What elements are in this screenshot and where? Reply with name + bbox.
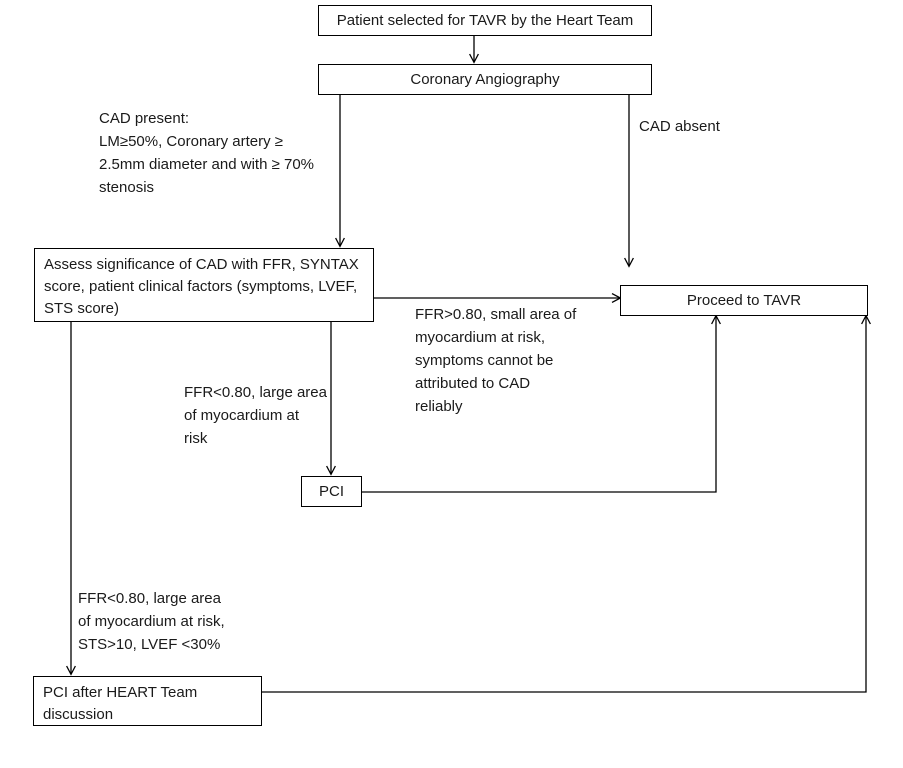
edge-label-cad-absent: CAD absent <box>639 118 720 135</box>
node-coronary-angiography[interactable]: Coronary Angiography <box>318 64 652 95</box>
edge-label-cad-present: CAD present: LM≥50%, Coronary artery ≥ 2… <box>99 110 314 196</box>
edge-pci-heart-team-to-tavr <box>262 314 871 693</box>
edge-label-ffr-low-heart-team: FFR<0.80, large area of myocardium at ri… <box>78 590 225 653</box>
edge-label-ffr-low-pci: FFR<0.80, large area of myocardium at ri… <box>184 384 327 447</box>
node-pci-after-heart-team[interactable]: PCI after HEART Team discussion <box>33 676 262 726</box>
edge-pci-to-tavr <box>362 314 721 493</box>
node-assess-cad[interactable]: Assess significance of CAD with FFR, SYN… <box>34 248 374 322</box>
node-proceed-tavr[interactable]: Proceed to TAVR <box>620 285 868 316</box>
node-pci[interactable]: PCI <box>301 476 362 507</box>
edge-label-ffr-high: FFR>0.80, small area of myocardium at ri… <box>415 306 577 415</box>
node-patient-selected[interactable]: Patient selected for TAVR by the Heart T… <box>318 5 652 36</box>
